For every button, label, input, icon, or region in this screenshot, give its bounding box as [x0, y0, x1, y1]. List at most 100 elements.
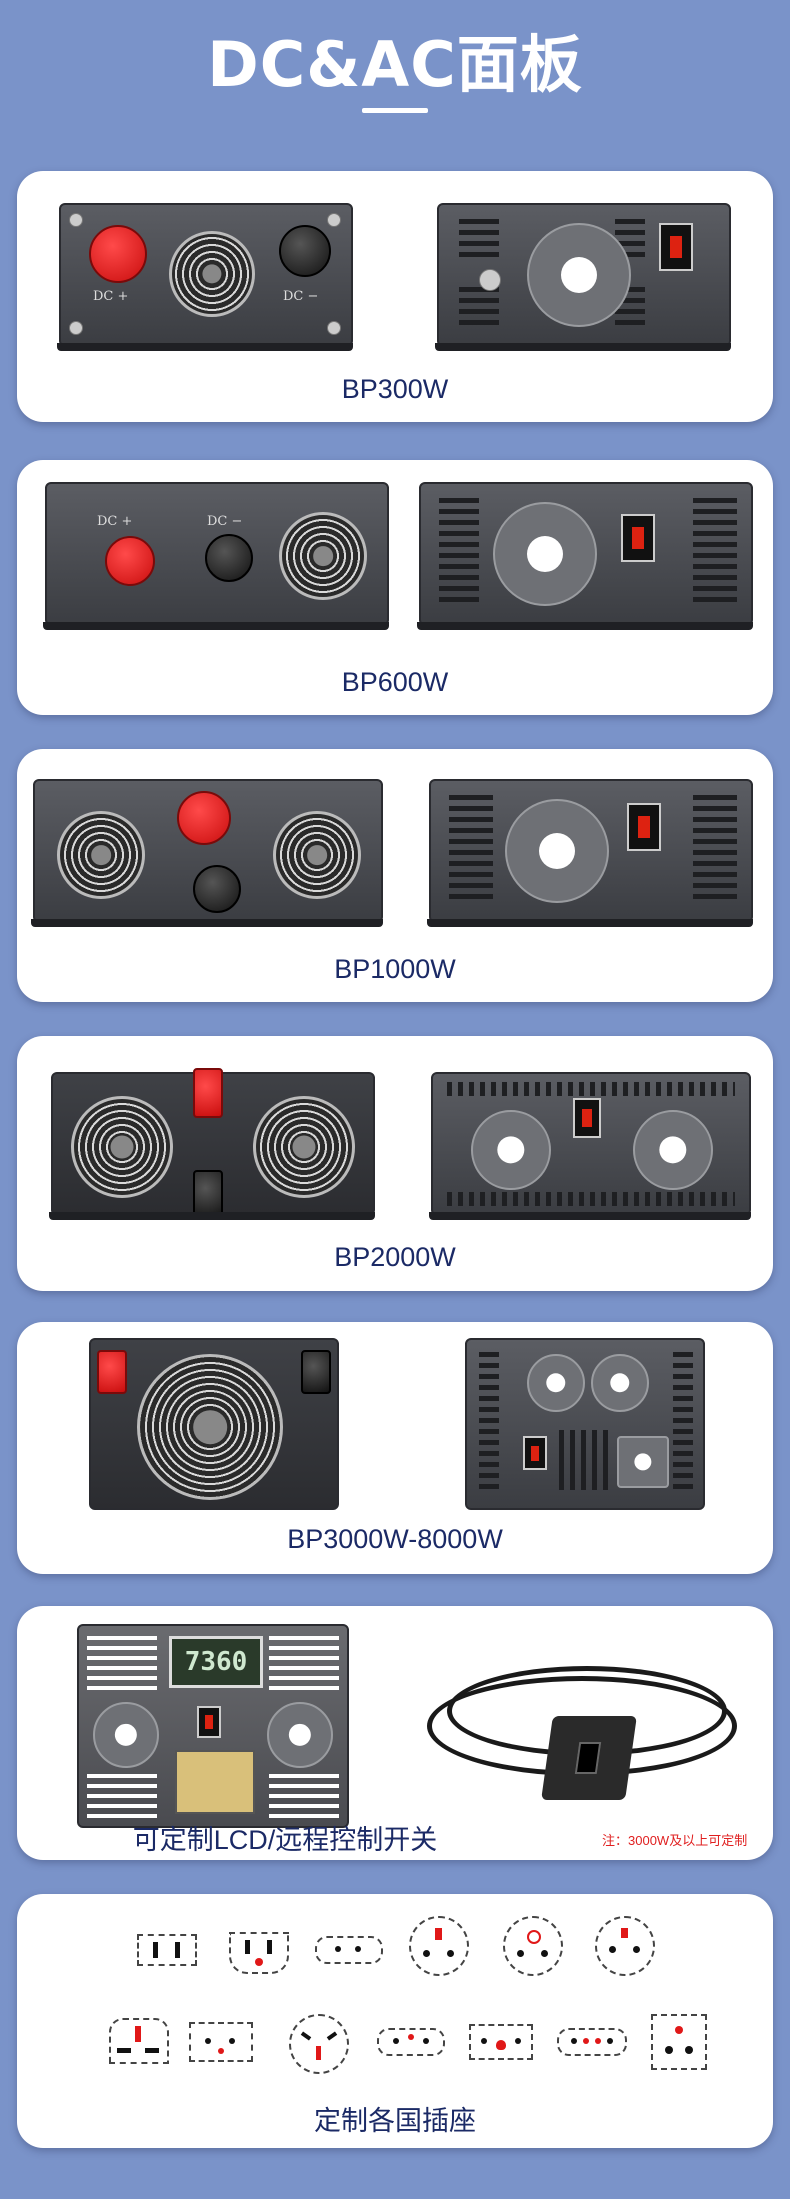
device-foot [31, 919, 383, 927]
ac-socket [471, 1110, 551, 1190]
vent-slots [673, 1352, 693, 1492]
dc-negative-terminal [205, 534, 253, 582]
dc-positive-terminal [89, 225, 147, 283]
ac-panel-image [429, 779, 753, 923]
socket-type-icon [469, 2024, 533, 2060]
vent-slots [693, 795, 737, 905]
device-foot [43, 622, 389, 630]
lcd-panel-image: 7360 [77, 1624, 349, 1828]
product-label: BP600W [341, 667, 449, 697]
cooling-fan [253, 1096, 355, 1198]
product-label: BP1000W [334, 954, 456, 984]
cooling-fan [57, 811, 145, 899]
cooling-fan [169, 231, 255, 317]
product-card-bp1000w: BP1000W [17, 749, 773, 1002]
socket-type-icon [229, 1932, 289, 1974]
socket-type-icon [377, 2028, 445, 2056]
screw-icon [69, 213, 83, 227]
ac-socket [633, 1110, 713, 1190]
vent-slots [693, 498, 737, 608]
cooling-fan [71, 1096, 173, 1198]
dc-panel-image: DC + DC − [59, 203, 353, 347]
power-switch [659, 223, 693, 271]
vent-slots [447, 1192, 735, 1206]
socket-type-icon [189, 2022, 253, 2062]
screw-icon [327, 321, 341, 335]
custom-note: 注：3000W及以上可定制 [602, 1833, 748, 1848]
ac-socket [267, 1702, 333, 1768]
dc-minus-marking: DC − [207, 514, 243, 529]
ac-panel-image [465, 1338, 705, 1510]
ac-socket [93, 1702, 159, 1768]
vent-slots [439, 498, 479, 608]
dc-positive-terminal [97, 1350, 127, 1394]
cooling-fan [137, 1354, 283, 1500]
vent-slots [87, 1774, 157, 1818]
screw-icon [479, 269, 501, 291]
ac-socket [617, 1436, 669, 1488]
dc-panel-image [89, 1338, 339, 1510]
product-card-bp300w: DC + DC − BP300W [17, 171, 773, 422]
vent-slots [459, 219, 499, 263]
socket-type-icon [137, 1934, 197, 1966]
power-switch [627, 803, 661, 851]
socket-types-card: 定制各国插座 [17, 1894, 773, 2148]
power-switch [573, 1098, 601, 1138]
dc-panel-image [51, 1068, 375, 1220]
vent-slots [449, 795, 493, 905]
socket-type-icon [289, 2014, 349, 2074]
terminal-block [175, 1750, 255, 1814]
vent-slots [87, 1636, 157, 1690]
dc-negative-terminal [301, 1350, 331, 1394]
dc-negative-terminal [193, 865, 241, 913]
dc-negative-terminal [279, 225, 331, 277]
title-underline [362, 108, 428, 113]
vent-slots [269, 1774, 339, 1818]
remote-cable-image [407, 1646, 747, 1806]
ac-socket [527, 1354, 585, 1412]
socket-type-icon [315, 1936, 383, 1964]
product-card-bp600w: DC + DC − BP600W [17, 460, 773, 715]
socket-type-icon [109, 2018, 169, 2064]
device-foot [429, 1212, 751, 1220]
power-switch [621, 514, 655, 562]
ac-socket [505, 799, 609, 903]
socket-type-icon [557, 2028, 627, 2056]
custom-lcd-card: 7360 可定制LCD/远程控制开关 注：3000W及以上可定制 [17, 1606, 773, 1860]
socket-type-icon [409, 1916, 469, 1976]
screw-icon [327, 213, 341, 227]
dc-positive-terminal [193, 1068, 223, 1118]
dc-minus-marking: DC − [283, 289, 319, 304]
page-title: DC&AC面板 [207, 28, 583, 101]
lcd-screen: 7360 [169, 1636, 263, 1688]
cooling-fan [273, 811, 361, 899]
vent-slots [269, 1636, 339, 1690]
power-switch [197, 1706, 221, 1738]
vent-slots [447, 1082, 735, 1096]
product-label: BP3000W-8000W [287, 1524, 503, 1554]
dc-panel-image: DC + DC − [45, 482, 389, 626]
ac-panel-image [431, 1072, 751, 1216]
dc-positive-terminal [105, 536, 155, 586]
ac-panel-image [419, 482, 753, 626]
socket-type-icon [503, 1916, 563, 1976]
socket-type-icon [595, 1916, 655, 1976]
dc-panel-image [33, 779, 383, 923]
screw-icon [69, 321, 83, 335]
device-foot [49, 1212, 375, 1220]
device-foot [57, 343, 353, 351]
ac-socket [527, 223, 631, 327]
vent-slots [459, 287, 499, 331]
ac-socket [591, 1354, 649, 1412]
device-foot [417, 622, 753, 630]
device-foot [435, 343, 731, 351]
socket-type-icon [651, 2014, 707, 2070]
custom-label: 可定制LCD/远程控制开关 [132, 1825, 438, 1855]
power-switch [523, 1436, 547, 1470]
product-card-bp3000w-8000w: BP3000W-8000W [17, 1322, 773, 1574]
product-label: BP2000W [334, 1242, 456, 1272]
device-foot [427, 919, 753, 927]
dc-positive-terminal [177, 791, 231, 845]
product-card-bp2000w: BP2000W [17, 1036, 773, 1291]
dc-plus-marking: DC + [93, 289, 129, 304]
